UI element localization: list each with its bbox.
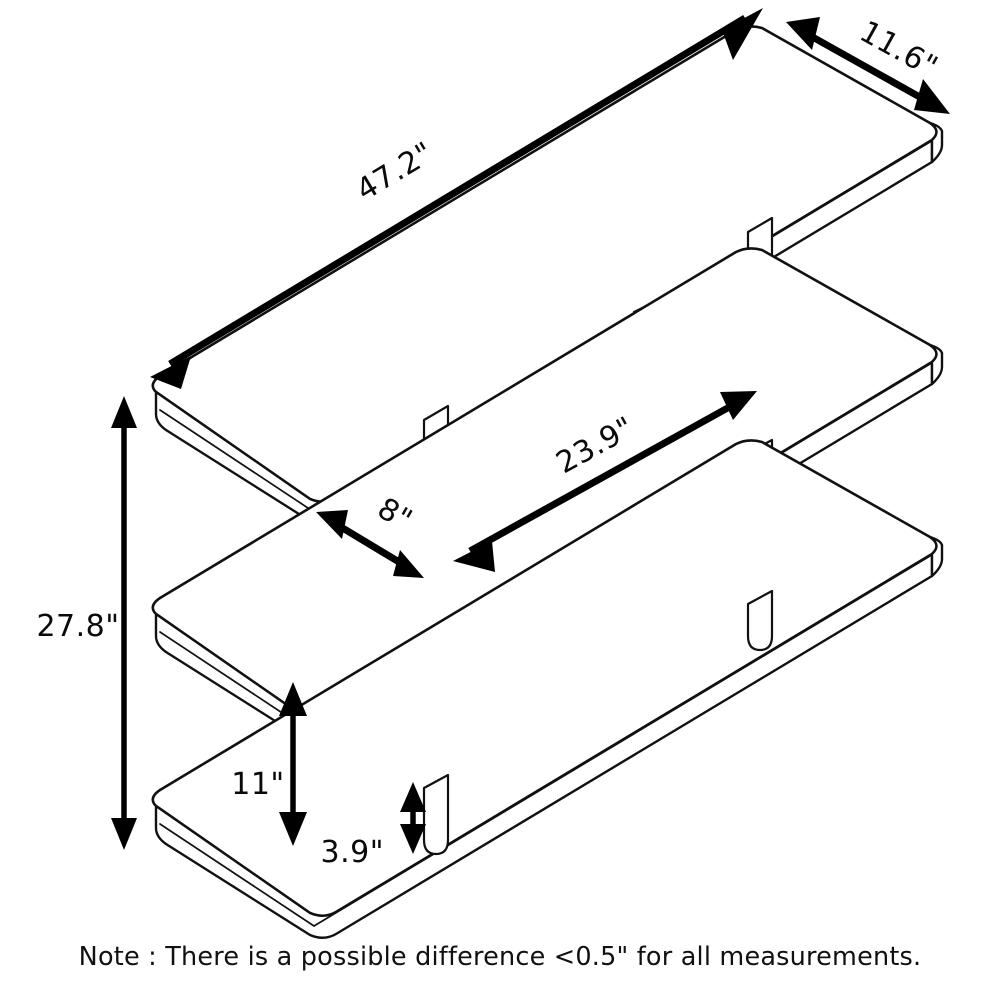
dimension-label-depth: 11.6" (854, 14, 944, 85)
dimension-gap-11: 11" (231, 682, 307, 846)
bottom-shelf (151, 439, 944, 939)
dimension-height-27-8: 27.8" (36, 396, 137, 850)
dimension-clearance-3-9: 3.9" (320, 782, 426, 870)
leg-foot-rear-right (746, 589, 774, 652)
measurement-note: Note : There is a possible difference <0… (78, 942, 922, 972)
dimension-label-height: 27.8" (36, 609, 119, 644)
dimension-label-width: 47.2" (350, 135, 439, 208)
dimension-label-clearance: 3.9" (320, 835, 384, 870)
leg-foot-rear-left (422, 773, 450, 856)
dimension-label-gap: 11" (231, 767, 284, 802)
